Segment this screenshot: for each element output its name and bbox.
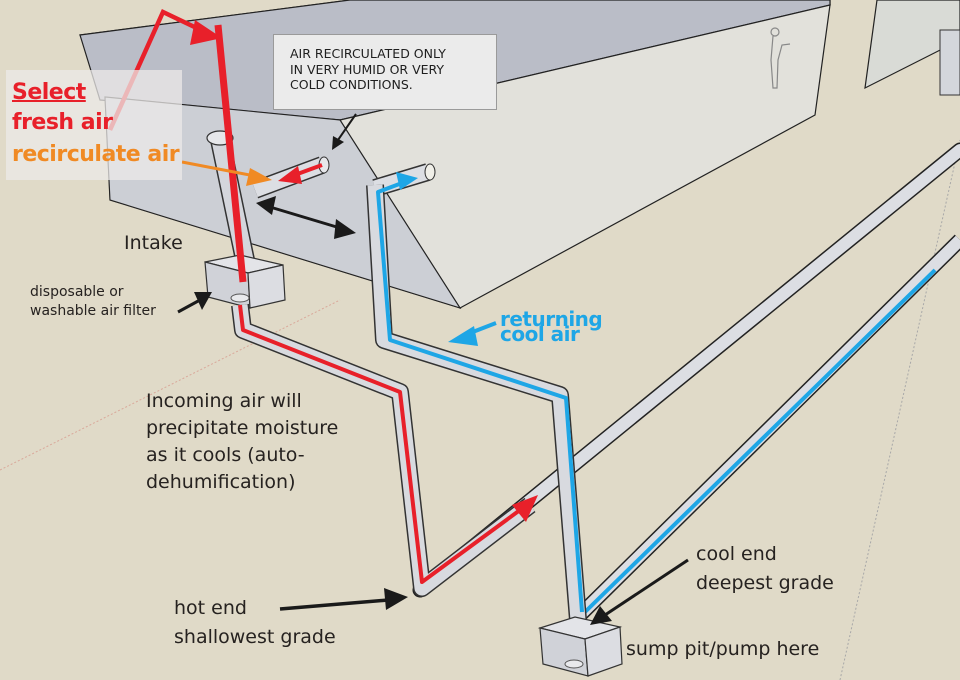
note-line: AIR RECIRCULATED ONLY bbox=[290, 46, 446, 61]
incoming-air-label: Incoming air will precipitate moisture a… bbox=[146, 388, 338, 496]
ground-pipe-lower bbox=[574, 234, 960, 621]
hot-end-line: shallowest grade bbox=[174, 626, 336, 648]
recirculate-arrow bbox=[181, 160, 272, 186]
recirculate-air-label: recirculate air bbox=[12, 142, 180, 167]
note-line: IN VERY HUMID OR VERY bbox=[290, 61, 445, 77]
fresh-air-label: fresh air bbox=[12, 110, 113, 135]
background-structure bbox=[864, 0, 960, 96]
returning-line: cool air bbox=[500, 322, 580, 346]
incoming-line: precipitate moisture bbox=[146, 417, 339, 439]
select-panel bbox=[6, 70, 182, 180]
incoming-line: as it cools (auto- bbox=[146, 444, 305, 466]
filter-label: disposable or washable air filter bbox=[30, 283, 156, 321]
sump-box bbox=[537, 616, 623, 677]
cool-end-label: cool end deepest grade bbox=[696, 540, 834, 598]
sump-label: sump pit/pump here bbox=[626, 638, 820, 660]
filter-line: disposable or bbox=[30, 284, 124, 300]
incoming-line: dehumification) bbox=[146, 471, 296, 493]
hot-end-line: hot end bbox=[174, 597, 247, 619]
incoming-line: Incoming air will bbox=[146, 390, 302, 412]
select-title: Select bbox=[12, 80, 86, 105]
person-figure bbox=[770, 27, 791, 89]
hot-air-flow bbox=[107, 8, 538, 584]
returning-line: returning bbox=[500, 307, 603, 331]
hot-end-label: hot end shallowest grade bbox=[174, 594, 336, 652]
note-line: COLD CONDITIONS. bbox=[290, 77, 413, 92]
annotation-arrows bbox=[177, 113, 689, 625]
returning-cool-air-label: returning cool air bbox=[500, 307, 603, 346]
filter-line: washable air filter bbox=[30, 303, 156, 319]
recirculation-note: AIR RECIRCULATED ONLY IN VERY HUMID OR V… bbox=[273, 34, 497, 110]
cool-air-flow bbox=[376, 172, 584, 613]
cool-end-line: cool end bbox=[696, 543, 777, 565]
ground-guides bbox=[0, 139, 960, 680]
cool-end-line: deepest grade bbox=[696, 572, 834, 594]
intake-label: Intake bbox=[124, 232, 183, 254]
